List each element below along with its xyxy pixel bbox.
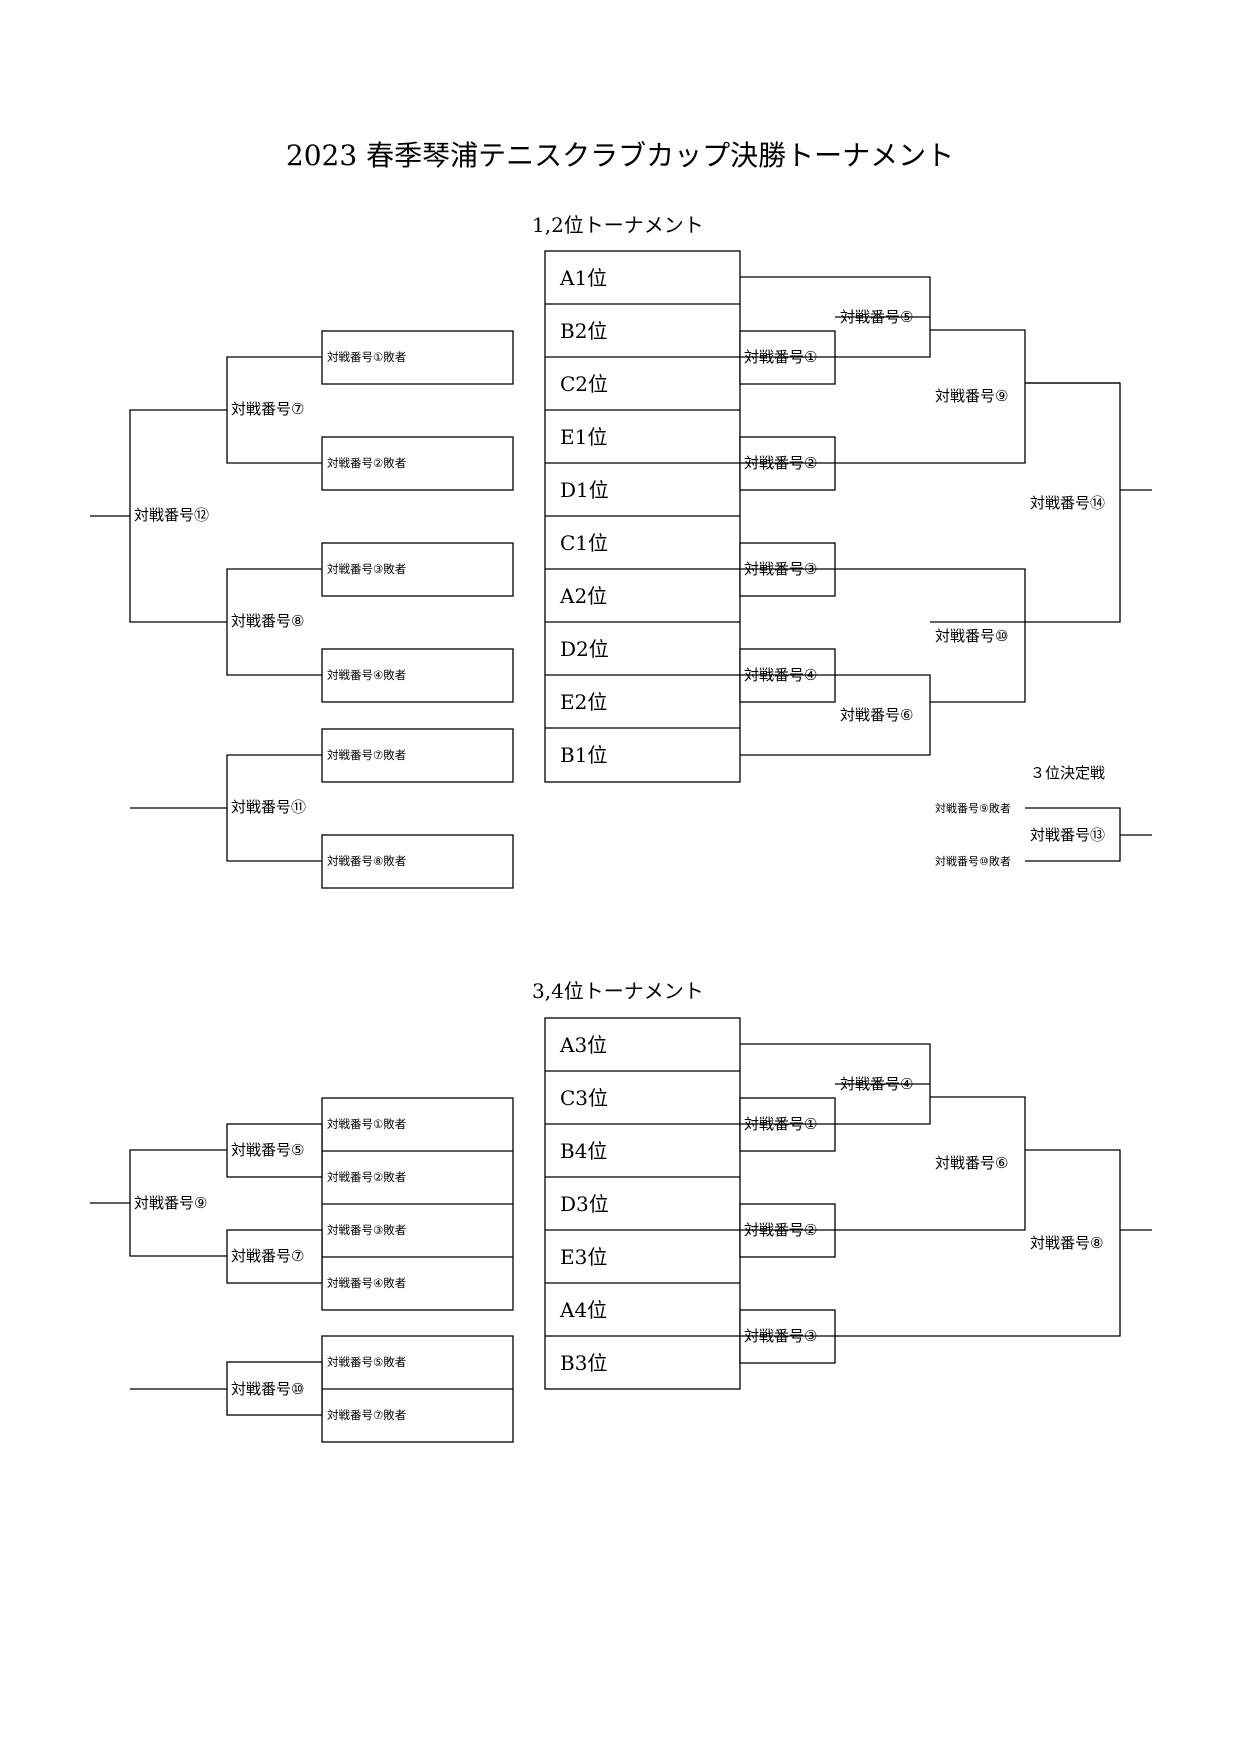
seed-cell: D3位 — [560, 1192, 609, 1216]
seed-cell: E2位 — [560, 690, 607, 714]
consolation-entry: 対戦番号⑤敗者 — [327, 1355, 406, 1369]
consolation-entry: 対戦番号⑦敗者 — [327, 748, 406, 762]
seed-cell: B2位 — [560, 319, 607, 343]
third-place-heading: ３位決定戦 — [1030, 764, 1105, 782]
third-place-entry: 対戦番号⑩敗者 — [935, 854, 1011, 868]
seed-cell: E1位 — [560, 425, 607, 449]
match-label: 対戦番号⑧ — [1030, 1234, 1103, 1252]
main-bracket-lines-1-2 — [740, 276, 1152, 756]
match-label: 対戦番号⑦ — [231, 1247, 304, 1265]
match-label: 対戦番号① — [744, 348, 817, 366]
consolation-entry: 対戦番号①敗者 — [327, 1117, 406, 1131]
seed-cell: E3位 — [560, 1245, 607, 1269]
page-title: 2023 春季琴浦テニスクラブカップ決勝トーナメント — [286, 139, 954, 172]
consolation-entry: 対戦番号①敗者 — [327, 350, 406, 364]
seed-cell: D2位 — [560, 637, 609, 661]
match-label: 対戦番号④ — [744, 666, 817, 684]
match-label: 対戦番号⑩ — [231, 1380, 304, 1398]
section-heading-1-2: 1,2位トーナメント — [532, 213, 704, 237]
seed-cell: A4位 — [559, 1298, 607, 1322]
consolation-bracket-1-2 — [90, 330, 514, 889]
match-label: 対戦番号④ — [840, 1075, 913, 1093]
seed-cell: A3位 — [559, 1033, 607, 1057]
seed-cell: B4位 — [560, 1139, 607, 1163]
match-label: 対戦番号② — [744, 1221, 817, 1239]
seed-dividers-3-4 — [545, 1070, 740, 1337]
match-label: 対戦番号⑬ — [1030, 826, 1105, 844]
main-bracket-lines-3-4 — [740, 1043, 1152, 1337]
consolation-entry: 対戦番号②敗者 — [327, 456, 406, 470]
seed-dividers-1-2 — [545, 303, 740, 729]
match-label: 対戦番号③ — [744, 560, 817, 578]
seed-cell: A2位 — [559, 584, 607, 608]
seed-cell: D1位 — [560, 478, 609, 502]
match-label: 対戦番号⑧ — [231, 612, 304, 630]
match-label: 対戦番号⑨ — [935, 387, 1008, 405]
seed-cell: B3位 — [560, 1351, 607, 1375]
match-label: 対戦番号⑤ — [840, 308, 913, 326]
third-place-entry: 対戦番号⑨敗者 — [935, 801, 1011, 815]
match-label: 対戦番号② — [744, 454, 817, 472]
seed-cell: B1位 — [560, 743, 607, 767]
match-label: 対戦番号⑥ — [935, 1154, 1008, 1172]
match-label: 対戦番号⑥ — [840, 706, 913, 724]
seed-table-3-4 — [544, 1017, 741, 1390]
consolation-entry: 対戦番号③敗者 — [327, 562, 406, 576]
consolation-entry: 対戦番号④敗者 — [327, 668, 406, 682]
tournament-3-4: 3,4位トーナメント A3位 C3位 B4位 D3位 E3位 A4位 B3位 — [90, 979, 1152, 1443]
consolation-entry: 対戦番号③敗者 — [327, 1223, 406, 1237]
match-label: 対戦番号① — [744, 1115, 817, 1133]
consolation-entry: 対戦番号④敗者 — [327, 1276, 406, 1290]
match-label: 対戦番号⑩ — [935, 627, 1008, 645]
seed-cell: C2位 — [560, 372, 608, 396]
consolation-bracket-3-4 — [90, 1097, 514, 1443]
match-label: 対戦番号⑨ — [134, 1194, 207, 1212]
consolation-entry: 対戦番号②敗者 — [327, 1170, 406, 1184]
match-label: 対戦番号⑭ — [1030, 494, 1105, 512]
consolation-entry: 対戦番号⑧敗者 — [327, 854, 406, 868]
seed-cell: C1位 — [560, 531, 608, 555]
third-place-bracket — [1025, 807, 1152, 862]
tournament-1-2: 1,2位トーナメント A1位 B2位 C2位 E1位 D1位 C1位 A2位 D… — [90, 213, 1152, 889]
match-label: 対戦番号③ — [744, 1327, 817, 1345]
match-label: 対戦番号⑤ — [231, 1141, 304, 1159]
match-label: 対戦番号⑫ — [134, 506, 209, 524]
match-label: 対戦番号⑪ — [231, 798, 306, 816]
section-heading-3-4: 3,4位トーナメント — [532, 979, 704, 1003]
seed-cell: A1位 — [559, 266, 607, 290]
match-label: 対戦番号⑦ — [231, 400, 304, 418]
consolation-entry: 対戦番号⑦敗者 — [327, 1408, 406, 1422]
seed-cell: C3位 — [560, 1086, 608, 1110]
